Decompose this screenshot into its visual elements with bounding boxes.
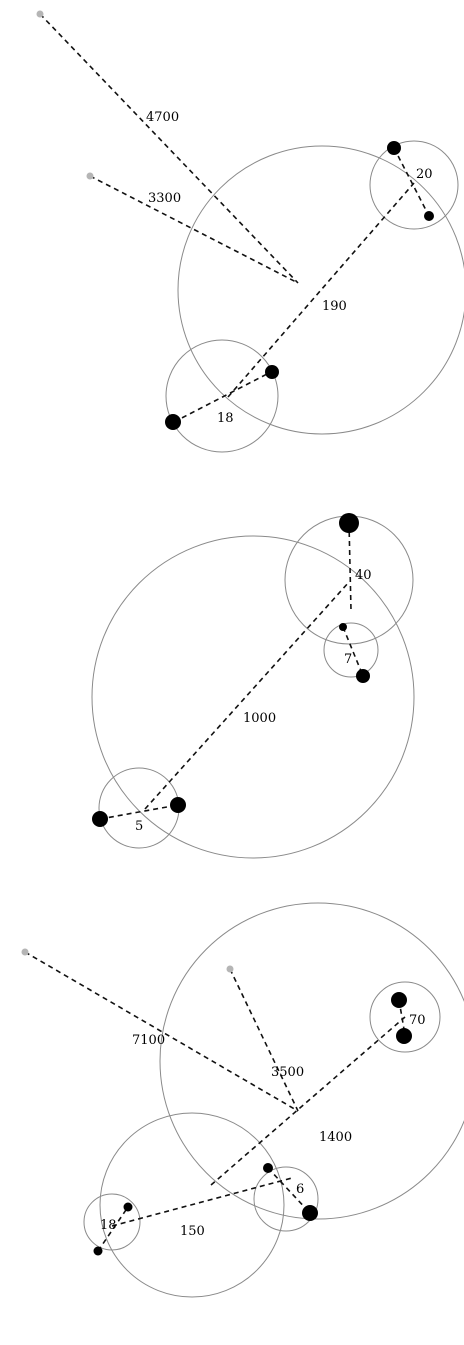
star <box>396 1028 412 1044</box>
distant-star <box>36 10 44 18</box>
separation-label: 4700 <box>146 110 179 125</box>
star <box>263 1163 273 1173</box>
star <box>170 797 186 813</box>
link-40 <box>348 522 352 611</box>
separation-label: 190 <box>322 299 347 314</box>
diagram-top: 4700 3300 190 20 18 <box>36 10 464 453</box>
separation-label: 5 <box>135 819 143 834</box>
link-4700 <box>39 13 299 284</box>
link-1400 <box>210 1016 406 1186</box>
diagram-bottom: 7100 3500 1400 70 150 6 18 <box>21 902 464 1298</box>
separation-label: 7100 <box>132 1033 165 1048</box>
star <box>339 513 359 533</box>
link-20 <box>393 147 430 217</box>
orbit-circle-6 <box>253 1166 319 1232</box>
star <box>92 811 108 827</box>
star <box>165 414 181 430</box>
link-150 <box>111 1177 293 1227</box>
link-5 <box>99 804 179 820</box>
star <box>93 1246 103 1256</box>
orbit-circle-1000 <box>91 535 415 859</box>
distant-star <box>86 172 94 180</box>
link-3500 <box>229 968 299 1112</box>
orbit-circle-20 <box>369 140 459 230</box>
diagram-middle: 1000 40 7 5 <box>91 513 415 859</box>
separation-label: 70 <box>409 1013 426 1028</box>
link-6 <box>267 1167 311 1214</box>
orbit-circle-150 <box>99 1112 285 1298</box>
separation-label: 150 <box>180 1224 205 1239</box>
link-1000 <box>144 581 350 810</box>
orbit-circle-18 <box>165 339 279 453</box>
star <box>302 1205 318 1221</box>
star <box>123 1202 133 1212</box>
star <box>424 211 434 221</box>
orbit-circle-1400 <box>159 902 464 1220</box>
separation-label: 18 <box>100 1218 117 1233</box>
orbit-circle-70 <box>369 981 441 1053</box>
star <box>339 623 347 631</box>
separation-label: 20 <box>416 167 433 182</box>
star <box>391 992 407 1008</box>
star <box>387 141 401 155</box>
separation-label: 40 <box>355 568 372 583</box>
link-7100 <box>24 951 299 1112</box>
distant-star <box>226 965 234 973</box>
star <box>356 669 370 683</box>
orbit-circle-7 <box>323 622 379 678</box>
separation-label: 7 <box>344 652 352 667</box>
separation-label: 18 <box>217 411 234 426</box>
orbit-circle-5 <box>98 767 180 849</box>
link-190 <box>227 182 415 398</box>
link-18 <box>173 371 272 423</box>
orbit-circle-18-small <box>83 1193 141 1251</box>
separation-label: 1400 <box>319 1130 352 1145</box>
orbit-circle-190 <box>177 145 464 435</box>
separation-label: 3500 <box>271 1065 304 1080</box>
separation-label: 6 <box>296 1182 304 1197</box>
star <box>265 365 279 379</box>
link-3300 <box>89 175 299 284</box>
separation-label: 3300 <box>148 191 181 206</box>
distant-star <box>21 948 29 956</box>
separation-label: 1000 <box>243 711 276 726</box>
